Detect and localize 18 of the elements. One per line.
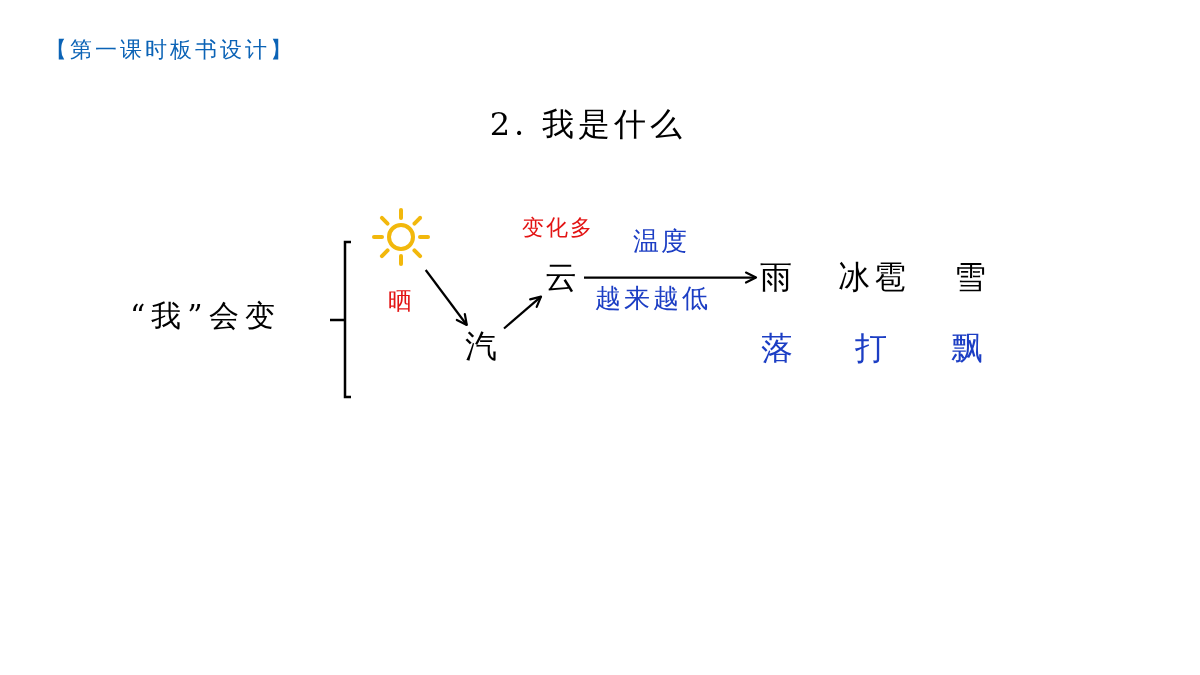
arrow [503, 295, 543, 330]
note-text: 落 [761, 331, 793, 367]
edge-label: 温度 [633, 227, 689, 256]
header-text: 【第一课时板书设计】 [45, 38, 295, 63]
arrow [424, 269, 468, 327]
term-text: 云 [545, 260, 581, 296]
term-text: 雪 [954, 260, 990, 296]
note-text: 越来越低 [595, 284, 711, 313]
term-text: 冰雹 [838, 260, 910, 296]
edge-label: 晒 [388, 288, 412, 315]
term-text: 汽 [465, 329, 501, 365]
note-text: 飘 [951, 331, 983, 367]
term-text: 雨 [760, 260, 796, 296]
topic-text: “我”会变 [130, 299, 281, 332]
arrow [584, 271, 758, 284]
note-text: 变化多 [522, 216, 594, 241]
title-text: 2. 我是什么 [489, 107, 687, 143]
note-text: 打 [855, 331, 887, 367]
